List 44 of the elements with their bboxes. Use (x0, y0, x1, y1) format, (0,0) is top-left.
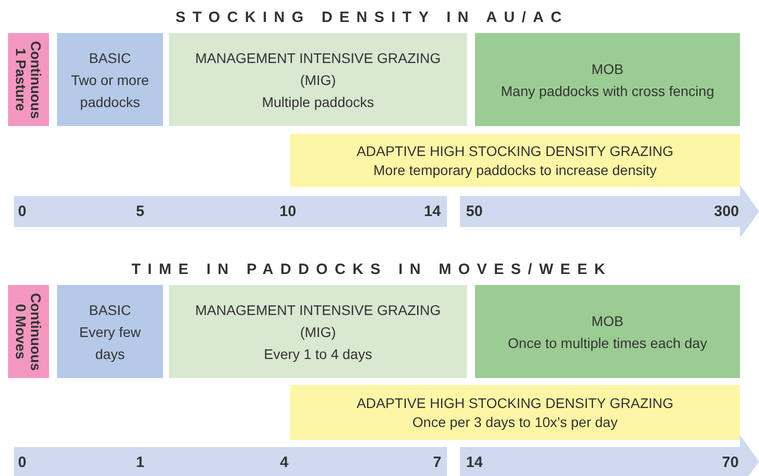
category-description: Many paddocks with cross fencing (500, 82, 714, 101)
category-description: Every few days (78, 322, 142, 364)
section-heading: TIME IN PADDOCKS IN MOVES/WEEK (132, 261, 612, 278)
tick-label: 0 (18, 454, 26, 471)
category-title: MOB (592, 60, 624, 78)
category-description: Multiple paddocks (262, 92, 374, 112)
tick-label: 14 (424, 203, 441, 220)
tick-label: 50 (466, 203, 483, 220)
tick-label: 1 (136, 454, 144, 471)
category-description: Every 1 to 4 days (264, 344, 372, 364)
category-title: MANAGEMENT INTENSIVE GRAZING (195, 48, 441, 68)
section-heading: STOCKING DENSITY IN AU/AC (176, 9, 569, 26)
tick-label: 300 (714, 203, 740, 220)
tick-label: 7 (433, 454, 442, 471)
category-box (475, 285, 740, 378)
category-description: More temporary paddocks to increase density (373, 160, 657, 180)
category-box (8, 285, 49, 378)
category-box (475, 33, 740, 126)
tick-label: 10 (280, 203, 296, 220)
tick-label: 14 (466, 454, 483, 471)
category-description: Two or more paddocks (70, 70, 150, 112)
category-label: Continuous 1 Pasture (14, 40, 44, 120)
category-box (57, 285, 163, 378)
tick-label: 4 (280, 454, 288, 471)
category-title: BASIC (88, 300, 131, 320)
category-description: (MIG) (300, 322, 336, 342)
category-box (169, 33, 467, 126)
category-description: (MIG) (300, 70, 336, 90)
category-band (290, 385, 740, 440)
category-title: MANAGEMENT INTENSIVE GRAZING (195, 300, 441, 320)
category-box (57, 33, 163, 126)
category-title: BASIC (88, 48, 131, 68)
category-label: Continuous 0 Moves (14, 292, 44, 372)
category-band (290, 134, 740, 187)
tick-label: 70 (722, 454, 739, 471)
category-title: MOB (592, 312, 624, 330)
category-description: Once per 3 days to 10x’s per day (412, 412, 618, 432)
category-box (8, 33, 49, 126)
tick-label: 5 (136, 203, 144, 220)
category-title: ADAPTIVE HIGH STOCKING DENSITY GRAZING (356, 394, 674, 412)
category-box (169, 285, 467, 378)
category-description: Once to multiple times each day (508, 334, 708, 353)
category-title: ADAPTIVE HIGH STOCKING DENSITY GRAZING (356, 142, 674, 160)
tick-label: 0 (18, 203, 26, 220)
